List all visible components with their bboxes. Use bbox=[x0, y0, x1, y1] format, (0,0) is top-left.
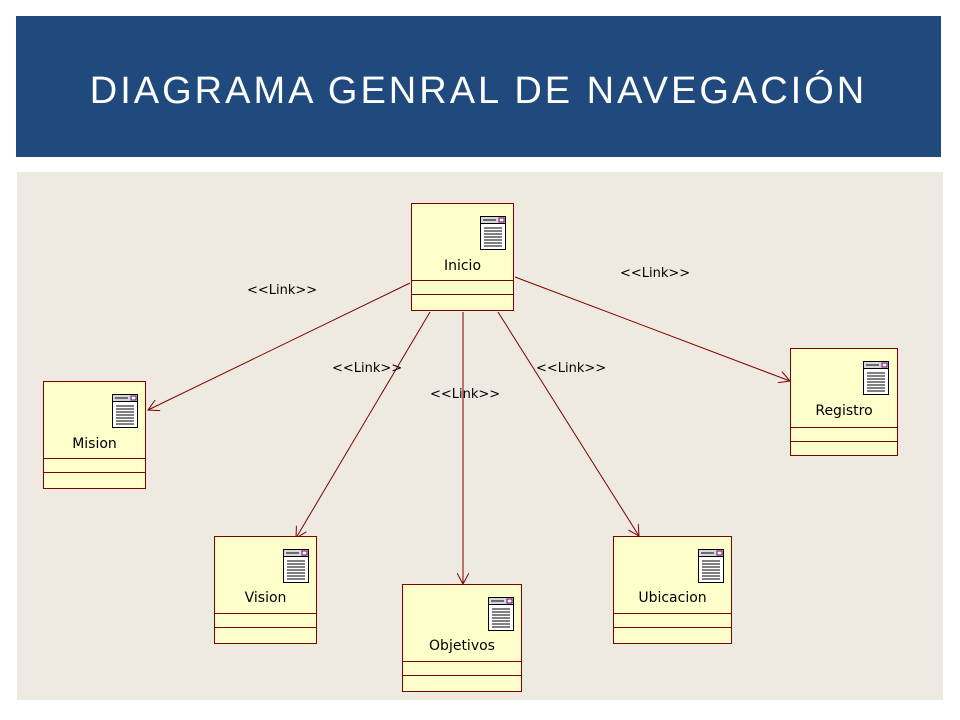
node-divider bbox=[215, 613, 316, 614]
node-vision[interactable]: Vision bbox=[214, 536, 317, 644]
edge-inicio-ubicacion bbox=[497, 311, 639, 536]
link-label-objetivos: <<Link>> bbox=[430, 387, 501, 402]
node-objetivos-label: Objetivos bbox=[429, 638, 495, 654]
node-inicio-label: Inicio bbox=[443, 258, 482, 274]
link-label-mision: <<Link>> bbox=[247, 283, 318, 298]
node-divider bbox=[412, 280, 513, 281]
web-page-icon bbox=[488, 597, 514, 631]
title-bar: DIAGRAMA GENRAL DE NAVEGACIÓN bbox=[16, 16, 941, 157]
node-divider bbox=[791, 441, 897, 442]
node-divider bbox=[614, 613, 731, 614]
web-page-icon bbox=[112, 394, 138, 428]
edge-inicio-mision bbox=[148, 282, 411, 410]
node-inicio[interactable]: Inicio bbox=[411, 203, 514, 311]
node-divider bbox=[403, 661, 521, 662]
web-page-icon bbox=[480, 216, 506, 250]
node-divider bbox=[44, 458, 145, 459]
node-vision-label: Vision bbox=[244, 590, 287, 606]
link-label-registro: <<Link>> bbox=[620, 266, 691, 281]
node-ubicacion[interactable]: Ubicacion bbox=[613, 536, 732, 644]
web-page-icon bbox=[698, 549, 724, 583]
web-page-icon bbox=[863, 361, 889, 395]
node-divider bbox=[412, 294, 513, 295]
node-objetivos[interactable]: Objetivos bbox=[402, 584, 522, 692]
node-divider bbox=[44, 472, 145, 473]
node-mision-label: Mision bbox=[72, 436, 117, 452]
node-registro-label: Registro bbox=[815, 403, 873, 419]
node-registro[interactable]: Registro bbox=[790, 348, 898, 456]
node-divider bbox=[403, 675, 521, 676]
node-divider bbox=[215, 627, 316, 628]
edge-inicio-vision bbox=[296, 311, 431, 538]
node-divider bbox=[791, 427, 897, 428]
link-label-vision: <<Link>> bbox=[332, 361, 403, 376]
web-page-icon bbox=[283, 549, 309, 583]
edge-inicio-registro bbox=[514, 276, 790, 381]
node-ubicacion-label: Ubicacion bbox=[638, 590, 707, 606]
link-label-ubicacion: <<Link>> bbox=[536, 361, 607, 376]
node-mision[interactable]: Mision bbox=[43, 381, 146, 489]
node-divider bbox=[614, 627, 731, 628]
page-title: DIAGRAMA GENRAL DE NAVEGACIÓN bbox=[89, 70, 868, 112]
